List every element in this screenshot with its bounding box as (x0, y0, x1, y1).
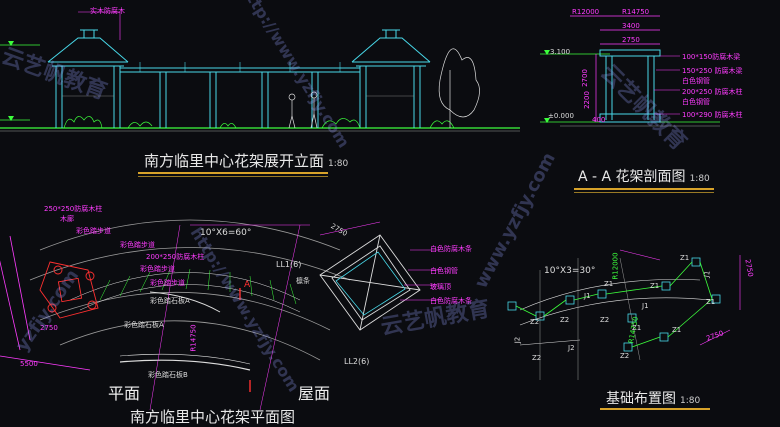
section-note-5: 白色钢管 (682, 98, 710, 106)
foundation-drawing (507, 249, 741, 380)
section-level-ground: ±0.000 (548, 112, 574, 120)
foundation-j1-1: J1 (702, 270, 712, 278)
elevation-top-label: 实木防腐木 (90, 7, 125, 15)
plan-beam: 檩条 (296, 277, 310, 285)
elevation-drawing (0, 11, 520, 132)
section-dim-400: 400 (592, 116, 606, 124)
plan-dim-5500: 5500 (20, 360, 38, 368)
foundation-z2-4: Z2 (532, 354, 542, 362)
foundation-z2-5: Z2 (620, 352, 630, 360)
elevation-title-underline (138, 172, 328, 174)
plan-ll1: LL1(6) (276, 260, 302, 269)
plan-label-path-3: 彩色踏步道 (140, 265, 175, 273)
section-dim-r14750: R14750 (622, 8, 650, 16)
elevation-title-underline-thin (138, 176, 328, 177)
section-title-underline-thin (574, 192, 714, 193)
plan-label-right-3: 玻璃顶 (430, 283, 451, 291)
elevation-title-text: 南方临里中心花架展开立面 (144, 152, 325, 170)
plan-stone-a: 彩色踏石板A (150, 297, 190, 305)
plan-label-right-4: 白色防腐木条 (430, 297, 472, 305)
plan-label-right-1: 白色防腐木条 (430, 245, 472, 253)
elevation-scale: 1:80 (328, 159, 349, 169)
plan-section-mark: A (244, 280, 251, 290)
plan-stone-b: 彩色踏石板B (148, 371, 188, 379)
foundation-z2-1: Z2 (530, 318, 540, 326)
foundation-z2-2: Z2 (560, 316, 570, 324)
section-note-4: 200*250 防腐木柱 (682, 88, 743, 96)
section-note-1: 100*150防腐木梁 (682, 53, 741, 61)
section-drawing (540, 15, 720, 127)
section-note-3: 白色钢管 (682, 77, 710, 85)
foundation-j2-1: J2 (513, 336, 522, 344)
foundation-z1-2: Z1 (650, 282, 660, 290)
plan-label-path-1: 彩色踏步道 (76, 227, 111, 235)
foundation-z1-5: Z1 (672, 326, 682, 334)
section-note-6: 100*290 防腐木柱 (682, 111, 743, 119)
foundation-j1-3: J1 (642, 302, 649, 310)
plan-bottom-title: 南方临里中心花架平面图 (130, 408, 296, 426)
section-dim-r12000: R12000 (572, 8, 600, 16)
plan-label-path-4: 彩色踏步道 (150, 279, 185, 287)
foundation-title-underline (600, 408, 710, 410)
plan-label-column: 250*250防腐木柱 (44, 205, 103, 213)
foundation-scale: 1:80 (680, 396, 701, 406)
section-title-text: A - A 花架剖面图 (578, 169, 686, 185)
foundation-z1-3: Z1 (604, 280, 614, 288)
foundation-j2-2: J2 (568, 344, 575, 352)
plan-ll2: LL2(6) (344, 357, 370, 366)
plan-drawing (0, 219, 440, 411)
foundation-z1-1: Z1 (680, 254, 690, 262)
section-level-top: 3.100 (550, 48, 571, 56)
section-dim-2200: 2200 (582, 91, 591, 109)
foundation-angle: 10°X3=30° (544, 266, 596, 276)
plan-dim-2750: 2750 (40, 324, 58, 332)
section-dim-2700: 2700 (580, 69, 589, 87)
foundation-title: 基础布置图 1:80 (606, 388, 700, 408)
section-dim-2750: 2750 (622, 36, 640, 44)
foundation-j1-2: J1 (584, 292, 591, 300)
foundation-z2-3: Z2 (600, 316, 610, 324)
plan-label-corridor: 木廊 (60, 215, 74, 223)
section-dim-3400: 3400 (622, 22, 640, 30)
foundation-z1-6: Z1 (632, 324, 642, 332)
plan-dim-r: R14750 (189, 324, 198, 352)
plan-label-right-2: 白色钢管 (430, 267, 458, 275)
foundation-z1-4: Z1 (706, 298, 716, 306)
foundation-dim-r12000: R12000 (611, 252, 620, 280)
plan-label-path-2: 彩色踏步道 (120, 241, 155, 249)
section-title-underline (574, 188, 714, 190)
plan-angle: 10°X6=60° (200, 228, 252, 238)
foundation-title-text: 基础布置图 (606, 391, 676, 407)
section-note-2: 150*250 防腐木梁 (682, 67, 743, 75)
plan-label-plan: 平面 (108, 384, 141, 403)
plan-label-roof: 屋面 (298, 384, 331, 403)
plan-stone-a-2: 彩色踏石板A (124, 321, 164, 329)
section-scale: 1:80 (689, 174, 710, 184)
plan-label-post: 200*250防腐木柱 (146, 253, 205, 261)
